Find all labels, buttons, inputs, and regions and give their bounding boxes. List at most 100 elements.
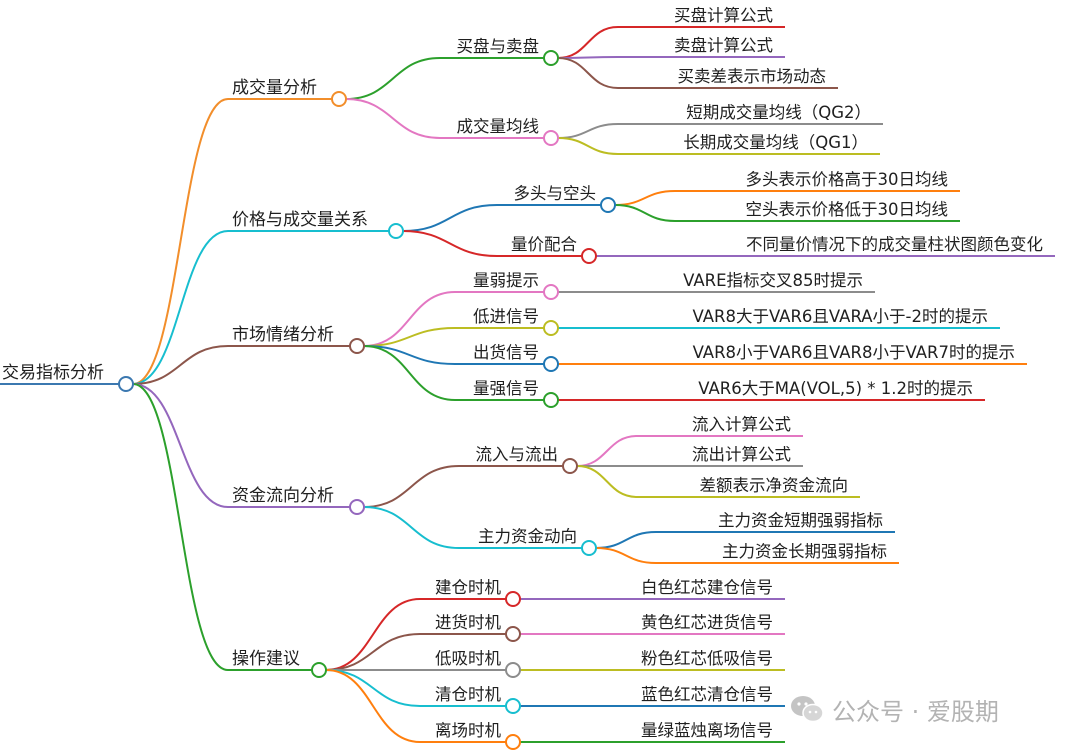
leaf-label-3-0-2: 差额表示净资金流向	[700, 476, 849, 495]
edge-branch-2-child-1	[363, 327, 456, 347]
child-label-4-2: 低吸时机	[435, 649, 502, 668]
leaf-label-4-3-0: 蓝色红芯清仓信号	[641, 685, 773, 704]
leaf-label-3-0-0: 流入计算公式	[692, 415, 791, 434]
child-node-dot-4-0[interactable]	[505, 591, 521, 607]
leaf-label-0-0-2: 买卖差表示市场动态	[678, 67, 827, 86]
watermark-text: 公众号 · 爱股期	[832, 697, 999, 726]
edge-child-0-1-leaf-1	[557, 137, 619, 155]
child-node-dot-1-1[interactable]	[581, 248, 597, 264]
leaf-label-4-2-0: 粉色红芯低吸信号	[641, 649, 773, 668]
edge-child-0-0-leaf-2	[557, 57, 619, 89]
child-label-3-0: 流入与流出	[476, 445, 559, 464]
leaf-label-3-1-1: 主力资金长期强弱指标	[722, 542, 887, 561]
edge-child-1-0-leaf-1	[614, 204, 676, 222]
branch-node-dot-2[interactable]	[349, 338, 365, 354]
leaf-label-4-1-0: 黄色红芯进货信号	[641, 613, 773, 632]
child-node-dot-0-0[interactable]	[543, 50, 559, 66]
nodes: 交易指标分析 成交量分析 买盘与卖盘 买盘计算公式卖盘计算公式买卖差表示市场动态成交量…	[2, 6, 1043, 750]
child-label-2-0: 量弱提示	[473, 271, 539, 290]
child-label-2-3: 量强信号	[473, 379, 539, 398]
child-node-dot-4-2[interactable]	[505, 662, 521, 678]
child-label-4-0: 建仓时机	[435, 578, 502, 597]
edge-child-3-0-leaf-0	[576, 435, 638, 467]
child-label-4-3: 清仓时机	[435, 685, 502, 704]
watermark: 公众号 · 爱股期	[790, 692, 999, 726]
branch-label-4: 操作建议	[232, 649, 300, 669]
child-label-0-1: 成交量均线	[457, 117, 540, 136]
child-label-2-2: 出货信号	[473, 343, 539, 362]
child-node-dot-2-1[interactable]	[543, 320, 559, 336]
leaf-label-4-4-0: 量绿蓝烛离场信号	[641, 721, 773, 740]
edge-child-3-1-leaf-1	[595, 547, 657, 564]
leaf-label-1-0-1: 空头表示价格低于30日均线	[746, 200, 949, 219]
branch-label-2: 市场情绪分析	[232, 325, 334, 345]
leaf-label-0-0-1: 卖盘计算公式	[674, 36, 773, 55]
edge-root-branch-4	[132, 383, 229, 671]
edge-branch-0-child-0	[345, 57, 441, 100]
child-node-dot-3-1[interactable]	[581, 540, 597, 556]
edge-root-branch-3	[132, 383, 229, 508]
edge-branch-1-child-0	[402, 204, 498, 232]
edge-branch-2-child-2	[363, 345, 456, 365]
child-node-dot-4-4[interactable]	[505, 734, 521, 750]
child-node-dot-1-0[interactable]	[600, 197, 616, 213]
branch-node-dot-1[interactable]	[388, 223, 404, 239]
edge-branch-4-child-1	[325, 633, 421, 671]
leaf-label-0-1-0: 短期成交量均线（QG2）	[686, 103, 871, 122]
child-label-3-1: 主力资金动向	[478, 527, 577, 546]
branch-node-dot-0[interactable]	[331, 91, 347, 107]
edge-branch-1-child-1	[402, 230, 498, 257]
child-label-4-1: 进货时机	[435, 613, 502, 632]
edge-child-3-1-leaf-0	[595, 531, 657, 549]
edge-branch-2-child-3	[363, 345, 456, 401]
branch-node-dot-3[interactable]	[349, 499, 365, 515]
child-node-dot-2-2[interactable]	[543, 356, 559, 372]
edge-branch-2-child-0	[363, 291, 456, 347]
edge-branch-4-child-3	[325, 669, 421, 707]
edge-child-3-0-leaf-2	[576, 465, 638, 498]
root-node-dot[interactable]	[118, 376, 134, 392]
edges	[0, 26, 1055, 743]
leaf-label-2-2-0: VAR8小于VAR6且VAR8小于VAR7时的提示	[693, 343, 1015, 362]
leaf-label-0-1-1: 长期成交量均线（QG1）	[683, 133, 868, 152]
edge-branch-3-child-1	[363, 506, 460, 549]
leaf-label-4-0-0: 白色红芯建仓信号	[641, 578, 773, 597]
child-label-1-0: 多头与空头	[514, 184, 597, 203]
child-label-2-1: 低进信号	[473, 307, 539, 326]
leaf-label-1-0-0: 多头表示价格高于30日均线	[746, 170, 949, 189]
edge-root-branch-0	[132, 98, 229, 385]
root-label: 交易指标分析	[2, 363, 104, 383]
child-node-dot-2-3[interactable]	[543, 392, 559, 408]
child-node-dot-3-0[interactable]	[562, 458, 578, 474]
leaf-label-3-0-1: 流出计算公式	[692, 445, 791, 464]
wechat-icon	[791, 696, 824, 723]
edge-root-branch-1	[132, 230, 229, 385]
child-label-1-1: 量价配合	[511, 235, 577, 254]
edge-child-0-0-leaf-0	[557, 26, 619, 59]
child-node-dot-4-1[interactable]	[505, 626, 521, 642]
branch-label-0: 成交量分析	[232, 78, 317, 98]
edge-child-1-0-leaf-0	[614, 190, 676, 206]
child-node-dot-0-1[interactable]	[543, 130, 559, 146]
leaf-label-0-0-0: 买盘计算公式	[674, 6, 773, 25]
leaf-label-1-1-0: 不同量价情况下的成交量柱状图颜色变化	[746, 235, 1043, 254]
edge-child-0-1-leaf-0	[557, 123, 619, 139]
child-label-0-0: 买盘与卖盘	[457, 37, 540, 56]
edge-branch-3-child-0	[363, 465, 460, 508]
edge-branch-4-child-0	[325, 598, 421, 671]
leaf-label-2-3-0: VAR6大于MA(VOL,5) * 1.2时的提示	[698, 379, 973, 398]
edge-branch-0-child-1	[345, 98, 441, 139]
leaf-label-2-0-0: VARE指标交叉85时提示	[683, 271, 863, 290]
leaf-label-2-1-0: VAR8大于VAR6且VARA小于-2时的提示	[692, 307, 988, 326]
branch-node-dot-4[interactable]	[311, 662, 327, 678]
edge-root-branch-2	[132, 345, 229, 385]
leaf-label-3-1-0: 主力资金短期强弱指标	[718, 511, 883, 530]
branch-label-1: 价格与成交量关系	[232, 210, 368, 230]
child-node-dot-2-0[interactable]	[543, 284, 559, 300]
branch-label-3: 资金流向分析	[232, 486, 334, 506]
child-node-dot-4-3[interactable]	[505, 698, 521, 714]
edge-child-0-0-leaf-1	[557, 56, 619, 59]
edge-branch-4-child-4	[325, 669, 421, 743]
